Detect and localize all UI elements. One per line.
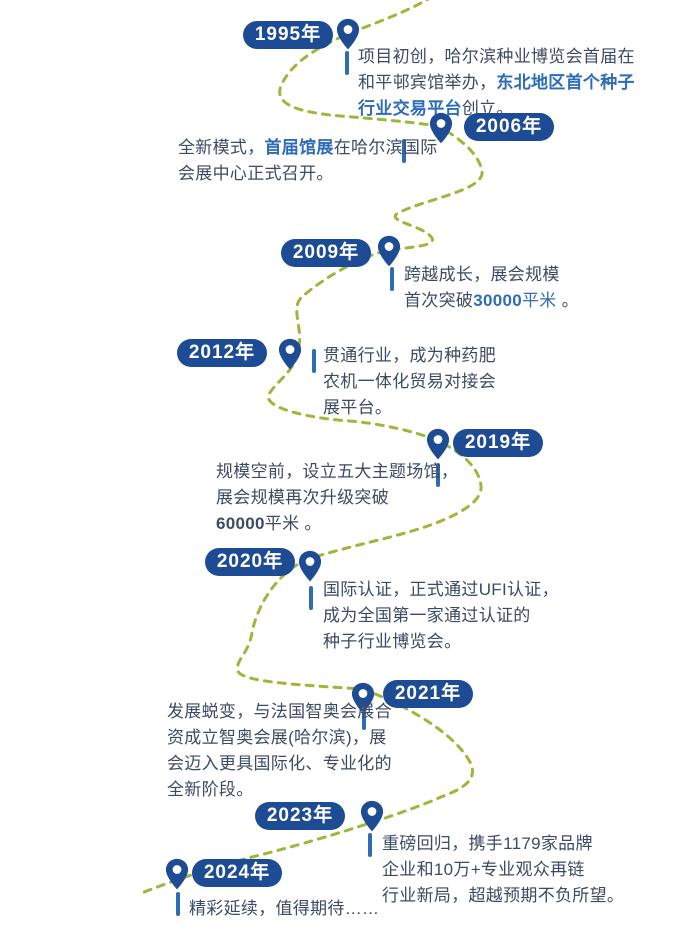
year-badge: 2012年 [177, 339, 267, 367]
milestone-description: 发展蜕变，与法国智奥会展合资成立智奥会展(哈尔滨)，展会迈入更具国际化、专业化的… [167, 702, 392, 799]
milestone-description: 项目初创，哈尔滨种业博览会首届在和平邨宾馆举办，东北地区首个种子行业交易平台创立… [358, 47, 635, 118]
tick-bar [402, 139, 406, 163]
location-pin-icon [165, 858, 189, 890]
tick-bar [345, 51, 349, 75]
milestone-description: 贯通行业，成为种药肥农机一体化贸易对接会展平台。 [323, 346, 496, 417]
location-pin-icon [426, 428, 450, 460]
year-badge: 2023年 [255, 802, 345, 830]
year-badge: 2021年 [383, 680, 473, 708]
milestone-description: 精彩延续，值得期待…… [189, 899, 380, 918]
milestone-description: 跨越成长，展会规模首次突破30000平米 。 [404, 265, 579, 310]
location-pin-icon [429, 112, 453, 144]
year-badge: 2020年 [205, 548, 295, 576]
location-pin-icon [298, 550, 322, 582]
year-badge: 2009年 [281, 239, 371, 267]
location-pin-icon [336, 18, 360, 50]
year-badge: 1995年 [243, 21, 333, 49]
year-badge: 2006年 [464, 113, 554, 141]
tick-bar [390, 267, 394, 291]
tick-bar [309, 586, 313, 610]
location-pin-icon [351, 682, 375, 714]
year-badge: 2019年 [453, 429, 543, 457]
tick-bar [312, 349, 316, 373]
milestone-description: 全新模式，首届馆展在哈尔滨国际会展中心正式召开。 [178, 138, 438, 183]
location-pin-icon [278, 338, 302, 370]
tick-bar [368, 833, 372, 857]
milestone-description: 国际认证，正式通过UFI认证，成为全国第一家通过认证的种子行业博览会。 [323, 580, 559, 651]
year-badge: 2024年 [192, 859, 282, 887]
location-pin-icon [360, 800, 384, 832]
location-pin-icon [377, 235, 401, 267]
tick-bar [436, 463, 440, 487]
tick-bar [176, 892, 180, 916]
milestone-description: 重磅回归，携手1179家品牌企业和10万+专业观众再链行业新局，超越预期不负所望… [382, 834, 625, 905]
tick-bar [362, 706, 366, 730]
